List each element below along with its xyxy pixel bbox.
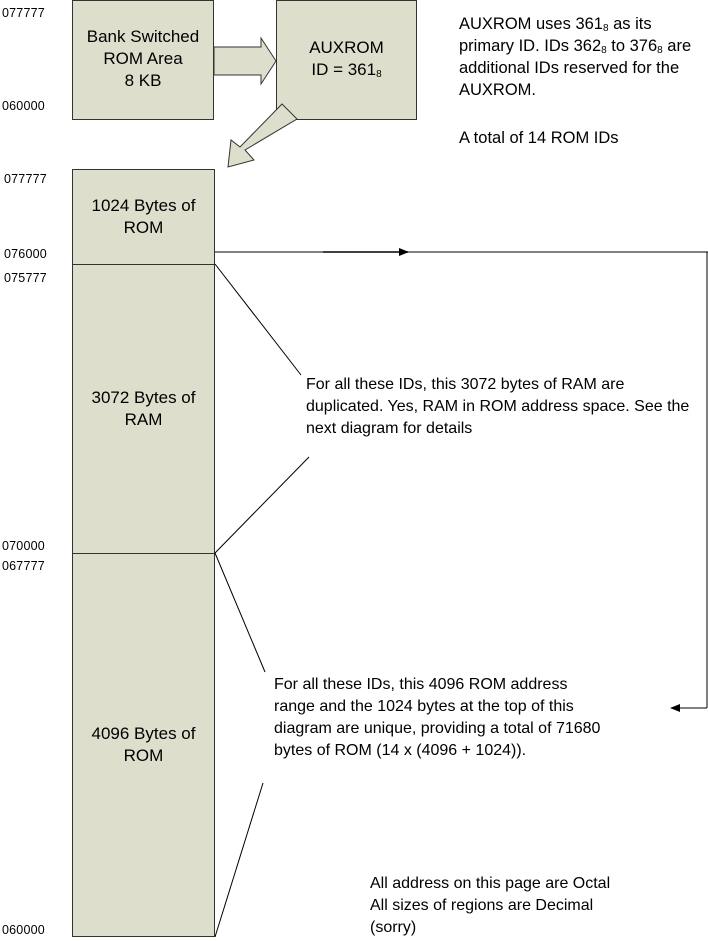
rom-note-line-bottom [214,782,264,938]
region-rom-1024-label: 1024 Bytes of ROM [72,195,215,239]
region-rom-1024-line1: 1024 Bytes of [91,196,196,215]
region-rom-4096-addr-bottom: 060000 [2,923,45,937]
region-rom-4096-line1: 4096 Bytes of [91,724,196,743]
top-address-high: 077777 [2,6,45,20]
region-ram-3072-addr-bottom: 070000 [2,539,45,553]
auxrom-id-note: AUXROM uses 3618 as its primary ID. IDs … [459,13,704,101]
ram-note-line-top [214,263,302,376]
bank-switched-line3: 8 KB [124,71,162,90]
region-rom-1024-addr-top: 077777 [4,172,47,186]
id-note-part1: AUXROM uses 361 [459,15,603,33]
id-note-base2: 8 [601,45,607,56]
id-note-part2: as its primary ID. IDs 362 [459,15,652,55]
bank-switched-line1: Bank Switched [86,27,200,46]
auxrom-id: ID = 3618 [276,59,417,81]
footer-octal: All address on this page are Octal [370,875,611,892]
region-ram-3072-label: 3072 Bytes of RAM [72,387,215,431]
footer-note: All address on this page are Octal All s… [370,873,700,939]
region-ram-3072-addr-top: 075777 [4,271,47,285]
region-ram-3072-line1: 3072 Bytes of [91,388,196,407]
region-rom-4096-line2: ROM [123,746,164,765]
footer-decimal: All sizes of regions are Decimal [370,897,594,914]
auxrom-id-value: ID = 361 [311,60,377,79]
auxrom-id-base: 8 [376,69,382,80]
region-rom-4096-addr-top: 067777 [2,559,45,573]
id-note-part4: are additional IDs reserved for the AUXR… [459,37,692,99]
auxrom-label: AUXROM ID = 3618 [276,37,417,81]
bank-switched-rom-label: Bank Switched ROM Area 8 KB [72,26,214,92]
ram-note-line-bottom [214,456,310,554]
id-note-base1: 8 [602,23,609,34]
id-note-base3: 8 [657,45,663,56]
auxrom-title: AUXROM [309,38,384,57]
region-rom-1024-line2: ROM [123,218,164,237]
ram-note: For all these IDs, this 3072 bytes of RA… [306,376,690,437]
footer-sorry: (sorry) [370,919,417,936]
top-address-low: 060000 [2,99,45,113]
rom-note: For all these IDs, this 4096 ROM address… [274,676,601,759]
bank-switched-line2: ROM Area [103,49,183,68]
region-rom-4096-label: 4096 Bytes of ROM [72,723,215,767]
auxrom-id-total: A total of 14 ROM IDs [459,129,619,147]
block-arrow-right [213,36,277,86]
id-note-part3: to 376 [606,37,658,55]
region-rom-4096 [72,553,215,937]
auxrom-box [276,0,417,120]
block-arrow-down-left [227,103,298,168]
region-ram-3072-line2: RAM [124,410,163,429]
region-rom-1024-addr-bottom: 076000 [4,247,47,261]
bank-switched-rom-box [72,0,214,120]
rom-note-line-top [214,552,266,673]
